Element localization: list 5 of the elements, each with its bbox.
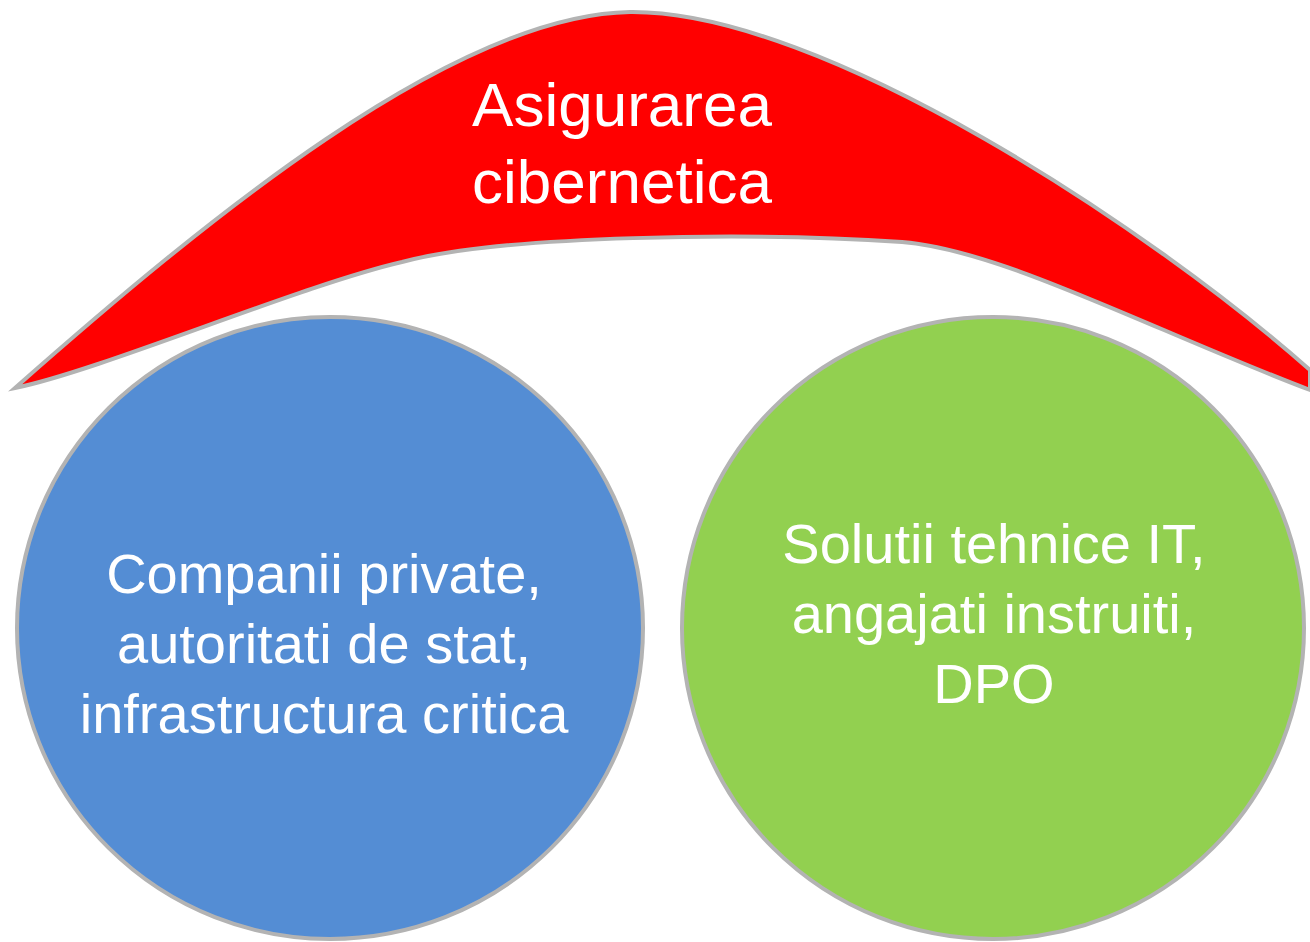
node-label: Solutii tehnice IT, angajati instruiti, DPO	[781, 511, 1207, 717]
node-label: Asigurarea cibernetica	[471, 68, 773, 218]
circle-shape	[14, 314, 646, 942]
circle-shape	[679, 314, 1307, 942]
node-label: Companii private, autoritati de stat, infrastructura critica	[78, 541, 570, 747]
